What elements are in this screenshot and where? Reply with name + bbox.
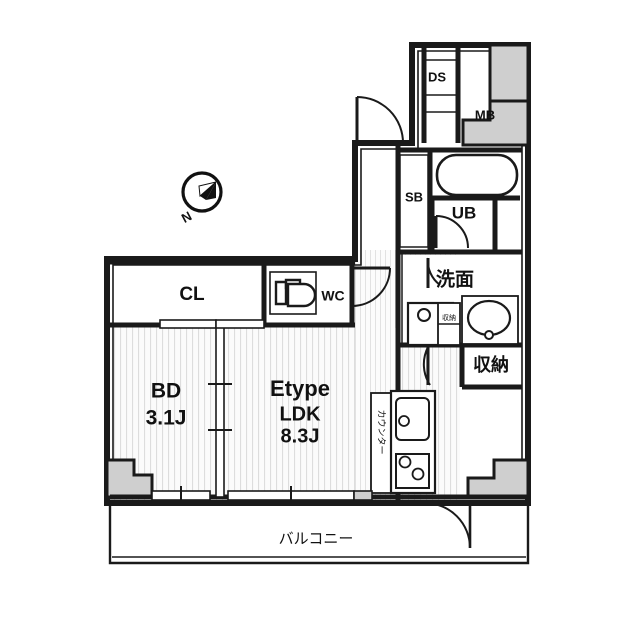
sb-box (399, 154, 429, 248)
burner-1 (398, 455, 412, 469)
label-washroom: 洗面 (436, 268, 474, 291)
bathtub-fixture (435, 153, 519, 197)
compass-needle-tail (206, 182, 216, 200)
closet-floor (112, 262, 264, 324)
burner-2 (411, 467, 425, 481)
north-arrow: N (179, 171, 223, 226)
label-closet: CL (179, 284, 205, 305)
compass-needle-light (198, 181, 217, 198)
entrance-door-arc (356, 96, 404, 144)
wc-door-arc (351, 267, 391, 307)
washroom-door-arc (426, 257, 441, 286)
label-kitchen-counter: カウンター (376, 409, 387, 454)
dwelling-outline (104, 42, 531, 506)
ub-door-arc (435, 215, 469, 249)
cl-sliding-door-left (159, 319, 217, 329)
pillar-bottom-left-leg (105, 458, 154, 499)
label-ldk: LDK (279, 403, 321, 425)
storage-floor (462, 345, 518, 387)
ds-box (423, 59, 459, 113)
bathtub-outline (435, 153, 519, 197)
vanity-basin (466, 299, 512, 337)
label-ldk-area: 8.3J (281, 425, 320, 447)
bd-partition (215, 326, 225, 498)
balcony-railing (108, 503, 530, 565)
label-mb: MB (475, 107, 495, 122)
washer-drain (417, 308, 431, 322)
sink-drain (398, 415, 410, 427)
label-bedroom: BD (151, 380, 181, 403)
door-swings (351, 96, 472, 549)
balcony-window-post (353, 490, 373, 501)
cl-sliding-door-right (215, 319, 265, 329)
label-balcony: バルコニー (279, 530, 354, 548)
label-storage-large: 収納 (473, 354, 509, 376)
balcony-door-arc (424, 502, 471, 549)
room-labels: CL BD 3.1J Etype LDK 8.3J WC SB UB 洗面 収納… (146, 69, 509, 547)
label-ub: UB (452, 203, 477, 222)
outer-walls (104, 42, 531, 506)
compass-needle-dark (200, 182, 216, 200)
kitchen-fixtures (370, 389, 437, 495)
pillar-top-right-leg (461, 99, 530, 147)
compass-north-label: N (179, 208, 194, 226)
kitchen-sink (395, 397, 430, 441)
label-ds: DS (428, 69, 446, 84)
label-etype: Etype (270, 376, 330, 401)
label-wc: WC (321, 288, 344, 304)
vanity-drain (484, 330, 494, 340)
toilet-tank (274, 280, 288, 306)
washroom-fixtures (406, 295, 519, 347)
toilet-fixture (269, 271, 317, 315)
pillars (105, 43, 530, 499)
pillar-bottom-right (466, 458, 530, 499)
balcony-floor (110, 503, 528, 563)
partition-thin-lines (397, 59, 459, 345)
label-bedroom-area: 3.1J (146, 407, 187, 430)
balcony-outline (108, 503, 530, 565)
label-storage-small: 収納 (442, 313, 456, 322)
toilet-bowl (286, 282, 317, 308)
storage-door-arc (422, 346, 431, 386)
label-sb: SB (405, 189, 423, 204)
sliding-elements (151, 319, 373, 505)
